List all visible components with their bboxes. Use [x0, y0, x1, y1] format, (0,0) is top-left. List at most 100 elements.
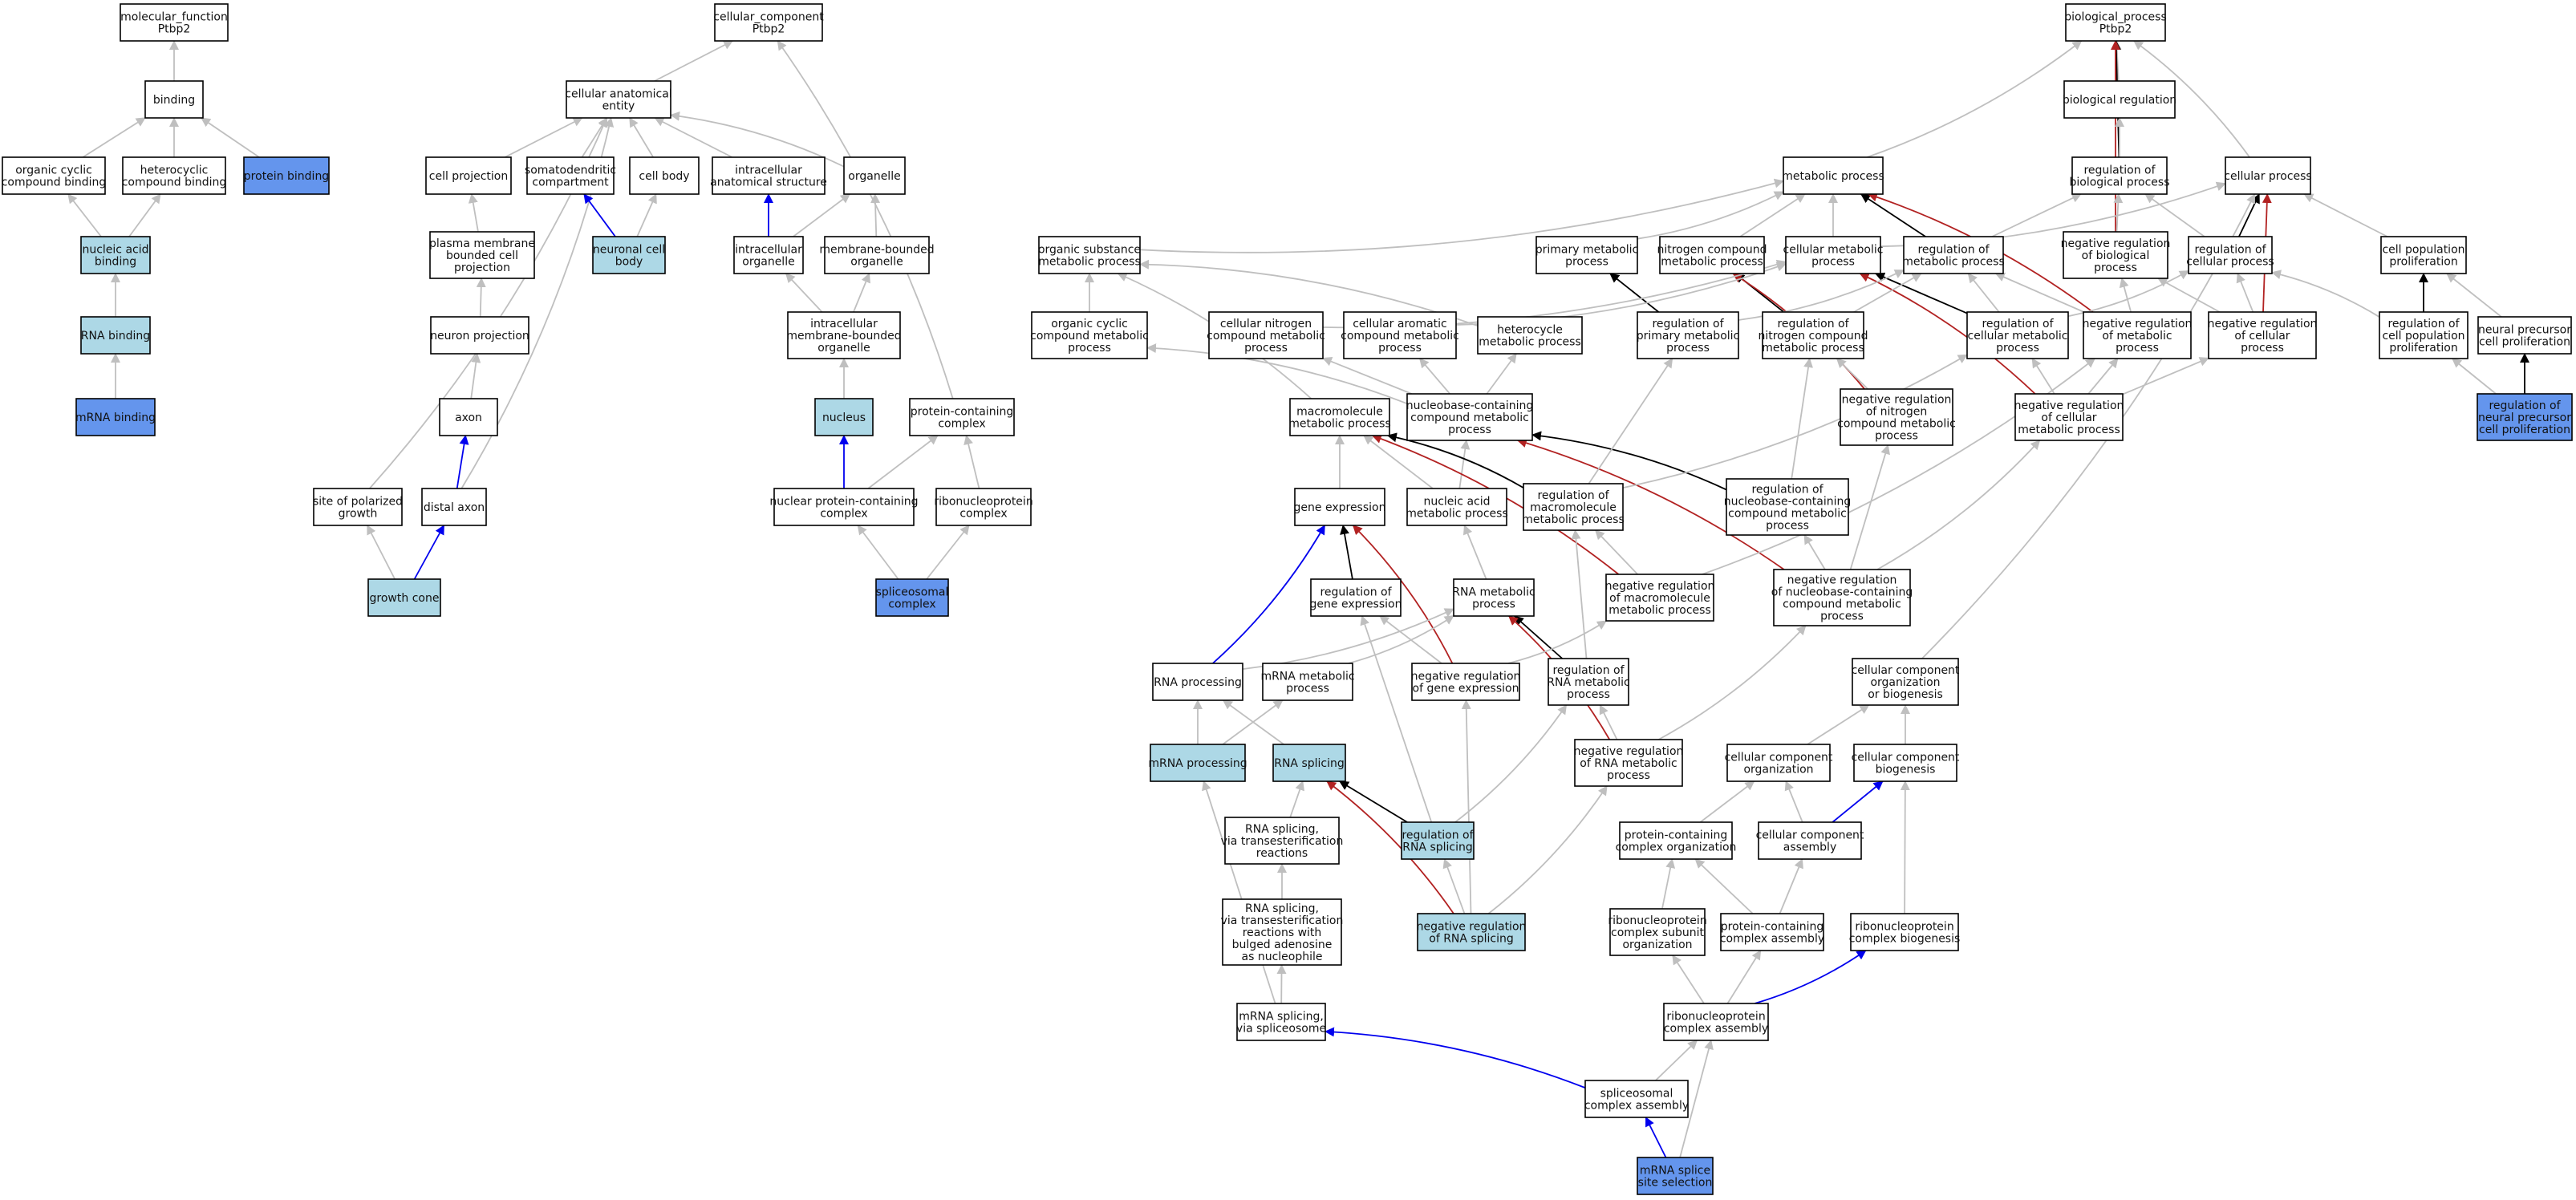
- node-binding[interactable]: binding: [144, 80, 204, 119]
- node-cell_body[interactable]: cell body: [629, 156, 700, 195]
- node-reg_nbcmp[interactable]: regulation ofnucleobase-containingcompou…: [1724, 478, 1852, 536]
- edge-reg_mmp-to-reg_cmp: [1622, 354, 1968, 489]
- edge-neg_reg_mp-to-reg_mp: [1994, 272, 2084, 313]
- node-neuron_projection[interactable]: neuron projection: [430, 316, 529, 355]
- node-label-line: process: [1068, 342, 1111, 355]
- node-gene_expression[interactable]: gene expression: [1294, 488, 1386, 526]
- node-cellular_process[interactable]: cellular process: [2224, 156, 2312, 195]
- node-box-organic_cyclic_cb: [2, 156, 106, 195]
- node-nucleus[interactable]: nucleus: [814, 398, 874, 436]
- node-rna_splicing[interactable]: RNA splicing: [1272, 744, 1346, 782]
- node-label-line: neuron projection: [430, 330, 529, 343]
- node-metabolic_process[interactable]: metabolic process: [1782, 156, 1884, 195]
- node-axon[interactable]: axon: [439, 398, 498, 436]
- node-growth_cone[interactable]: growth cone: [367, 578, 441, 617]
- node-protein_binding[interactable]: protein binding: [243, 156, 330, 195]
- edge-neg_reg_ge-to-neg_reg_mmp: [1507, 620, 1608, 664]
- node-mrna_binding[interactable]: mRNA binding: [75, 398, 156, 436]
- node-distal_axon[interactable]: distal axon: [421, 488, 487, 526]
- node-mrna_processing[interactable]: mRNA processing: [1148, 744, 1247, 782]
- edge-reg_rna_mp-to-rna_mp: [1514, 615, 1563, 659]
- node-bio_reg[interactable]: biological regulation: [2063, 80, 2176, 119]
- node-mrna_splicing[interactable]: mRNA splicing,via spliceosome: [1236, 1003, 1326, 1041]
- node-box-osmp: [1038, 236, 1141, 274]
- node-label-line: protein-containing: [1625, 829, 1727, 842]
- node-rs_bulged[interactable]: RNA splicing,via transesterificationreac…: [1221, 898, 1344, 966]
- node-rs_trans[interactable]: RNA splicing,via transesterificationreac…: [1221, 817, 1344, 865]
- node-rna_binding[interactable]: RNA binding: [80, 316, 151, 355]
- node-box-neuronal_cell_body: [592, 236, 666, 274]
- node-rna_processing[interactable]: RNA processing: [1152, 663, 1243, 701]
- node-organelle[interactable]: organelle: [843, 156, 906, 195]
- node-cell_projection[interactable]: cell projection: [425, 156, 512, 195]
